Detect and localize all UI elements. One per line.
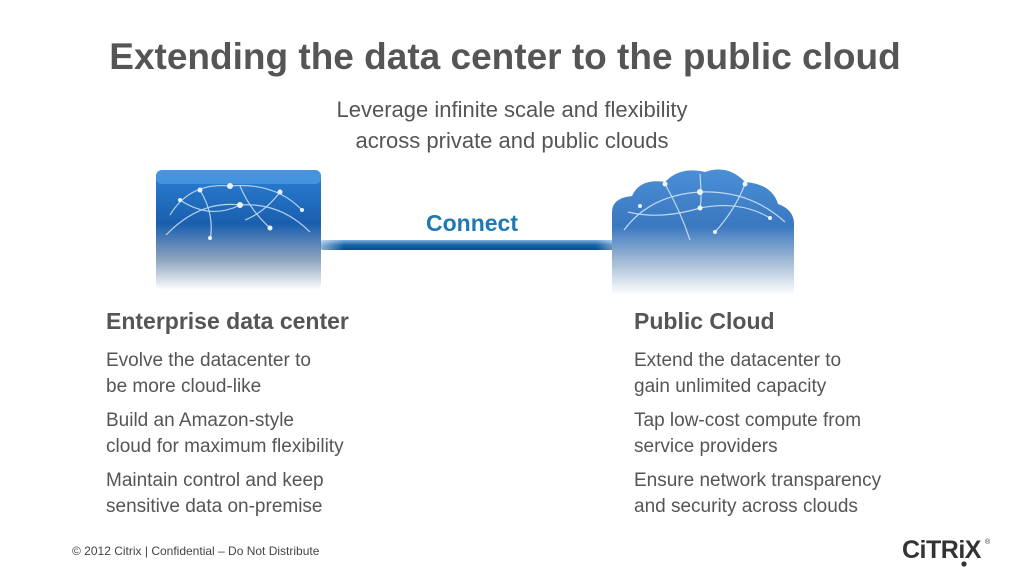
citrix-logo: CiTRiX ® — [902, 536, 991, 567]
bullet-line: Build an Amazon-style — [106, 410, 294, 431]
bullet-line: Evolve the datacenter to — [106, 350, 311, 371]
public-cloud-column: Public Cloud Extend the datacenter to ga… — [634, 306, 974, 528]
connect-diagram — [156, 169, 795, 295]
bullet-line: sensitive data on-premise — [106, 496, 323, 517]
bullet-line: and security across clouds — [634, 496, 858, 517]
bullet-line: be more cloud-like — [106, 376, 262, 397]
enterprise-column: Enterprise data center Evolve the datace… — [106, 306, 446, 528]
enterprise-heading: Enterprise data center — [106, 308, 349, 334]
bullet-line: Ensure network transparency — [634, 470, 882, 491]
subtitle-line: Leverage infinite scale and flexibility — [336, 97, 688, 122]
subtitle-line: across private and public clouds — [355, 128, 669, 153]
logo-dot — [961, 561, 967, 567]
enterprise-datacenter-icon — [156, 170, 321, 290]
slide-title: Extending the data center to the public … — [109, 36, 901, 77]
bullet-line: Maintain control and keep — [106, 470, 324, 491]
slide-subtitle: Leverage infinite scale and flexibility … — [0, 94, 1024, 156]
bullet-line: gain unlimited capacity — [634, 376, 827, 397]
enterprise-bullet: Maintain control and keep sensitive data… — [106, 468, 446, 520]
bullet-line: Tap low-cost compute from — [634, 410, 862, 431]
enterprise-bullet: Build an Amazon-style cloud for maximum … — [106, 408, 446, 460]
public-cloud-icon — [612, 169, 795, 295]
connect-label: Connect — [426, 210, 518, 236]
bullet-line: service providers — [634, 436, 778, 457]
bullet-line: Extend the datacenter to — [634, 350, 842, 371]
public-cloud-bullet: Ensure network transparency and security… — [634, 468, 974, 520]
public-cloud-heading: Public Cloud — [634, 308, 775, 334]
connect-link — [320, 240, 620, 250]
public-cloud-bullet: Tap low-cost compute from service provid… — [634, 408, 974, 460]
enterprise-bullet: Evolve the datacenter to be more cloud-l… — [106, 348, 446, 400]
public-cloud-bullet: Extend the datacenter to gain unlimited … — [634, 348, 974, 400]
logo-registered-mark: ® — [985, 538, 991, 546]
footer-copyright: © 2012 Citrix | Confidential – Do Not Di… — [72, 544, 320, 558]
bullet-line: cloud for maximum flexibility — [106, 436, 344, 457]
logo-wordmark: CiTRiX — [902, 536, 982, 564]
